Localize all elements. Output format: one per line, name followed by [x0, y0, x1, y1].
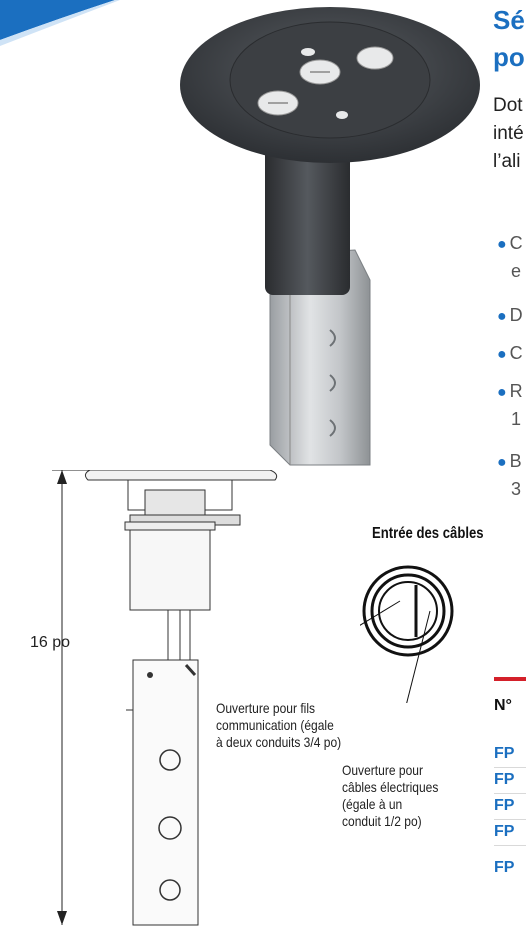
- intro-line-2: inté: [493, 123, 524, 144]
- table-row: FP: [494, 819, 526, 846]
- dimension-label: 16 po: [30, 634, 71, 651]
- list-item: ●C: [497, 233, 523, 253]
- table-row: FP: [494, 793, 526, 820]
- cable-entry-title: Entrée des câbles: [372, 525, 484, 542]
- intro-line-3: l’ali: [493, 151, 521, 172]
- product-photo: [180, 7, 480, 466]
- corner-banner: [0, 0, 120, 46]
- title-line-1: Sé: [493, 5, 525, 35]
- list-item: ●C: [497, 343, 523, 363]
- technical-drawing: [52, 470, 278, 926]
- intro-line-1: Dot: [493, 95, 523, 116]
- table-row: FP: [494, 859, 515, 876]
- list-item: ●B: [497, 451, 522, 471]
- list-item: ●D: [497, 305, 523, 325]
- cable-entry-diagram: [360, 565, 454, 703]
- title-line-2: po: [493, 42, 525, 72]
- list-item: 3: [511, 479, 522, 499]
- intro-paragraph: Dot inté l’ali: [493, 92, 526, 176]
- table-header: N°: [494, 697, 512, 714]
- table-top-rule: [494, 677, 526, 681]
- bullet-icon: ●: [497, 384, 507, 401]
- table-row: FP: [494, 741, 526, 768]
- comm-opening-callout: Ouverture pour fils communication (égale…: [216, 700, 342, 750]
- bullet-icon: ●: [497, 236, 507, 253]
- page-title: Sé po: [493, 2, 526, 76]
- bullet-icon: ●: [497, 454, 507, 471]
- elec-opening-callout: Ouverture pour câbles électriques (égale…: [342, 762, 439, 829]
- list-item: ●R: [497, 381, 523, 401]
- list-item: e: [511, 261, 522, 281]
- list-item: 1: [511, 409, 522, 429]
- bullet-icon: ●: [497, 346, 507, 363]
- bullet-icon: ●: [497, 308, 507, 325]
- table-row: FP: [494, 767, 526, 794]
